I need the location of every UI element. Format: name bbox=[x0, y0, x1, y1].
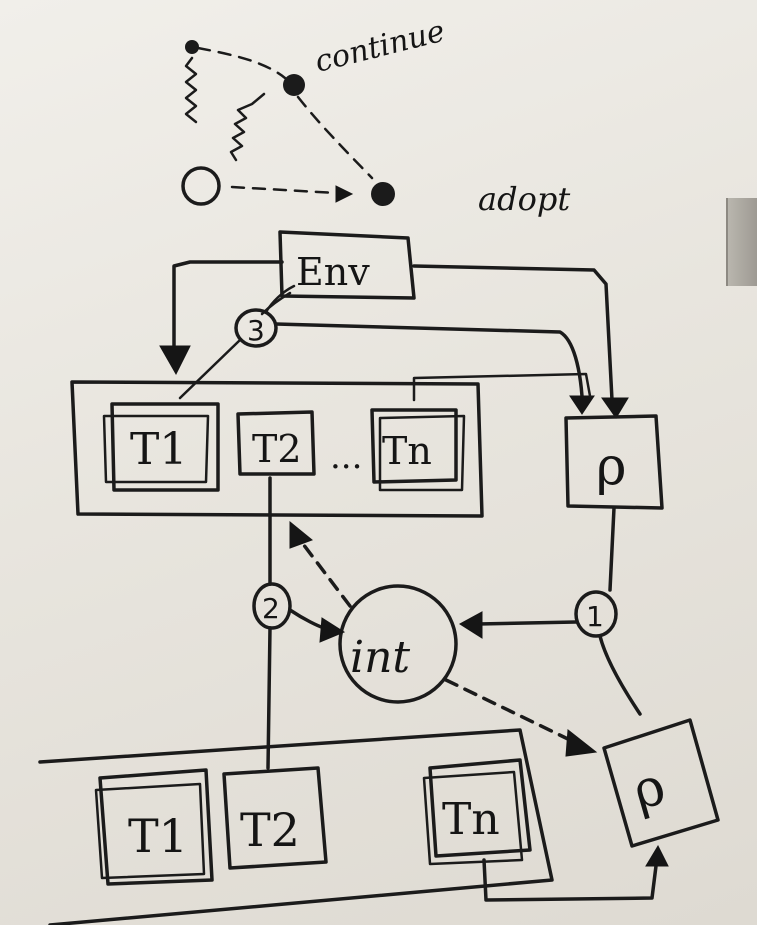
circle3-to-rho-arrowhead bbox=[569, 395, 595, 415]
top-t1-box-inner bbox=[102, 414, 210, 484]
tn-to-rho-bracket bbox=[412, 372, 592, 402]
bottom-tn-to-rho-arrow bbox=[482, 858, 658, 902]
legend-continue-node bbox=[283, 74, 305, 96]
legend-wavy-arrow bbox=[229, 92, 266, 162]
circle-3-label: 3 bbox=[247, 314, 265, 347]
legend-small-node bbox=[185, 40, 199, 54]
legend-adopt-node bbox=[371, 182, 395, 206]
bottom-tn-to-rho-arrowhead bbox=[645, 844, 669, 867]
env-box: Env bbox=[278, 230, 416, 300]
bottom-t1-box bbox=[98, 768, 214, 886]
top-rho-node: ρ bbox=[564, 414, 664, 510]
legend-continue-label: continue bbox=[311, 14, 448, 80]
circle-1-node: 1 bbox=[574, 590, 618, 638]
env-label: Env bbox=[296, 250, 370, 294]
bottom-t1-box-inner bbox=[94, 782, 206, 880]
bottom-group-outline bbox=[38, 728, 554, 925]
top-group-outline bbox=[70, 380, 484, 518]
top-ellipsis: ... bbox=[330, 437, 362, 477]
bottom-rho-box bbox=[602, 718, 720, 848]
rho-to-circle1-line bbox=[608, 506, 616, 592]
top-tn-label: Tn bbox=[382, 429, 432, 473]
bottom-tn-box bbox=[428, 758, 532, 858]
top-tn-box-inner bbox=[378, 414, 466, 492]
top-t2-box bbox=[236, 410, 316, 476]
circle3-to-t1-line bbox=[178, 338, 242, 400]
top-rho-label: ρ bbox=[596, 437, 627, 497]
circle3-to-rho-arrow bbox=[274, 322, 584, 398]
legend-open-node bbox=[181, 166, 221, 206]
int-to-top-t2-arrowhead bbox=[289, 520, 313, 549]
env-left-arrow bbox=[172, 260, 284, 350]
legend-dashed-arrow bbox=[230, 185, 338, 195]
env-right-arrow bbox=[412, 264, 614, 402]
top-t2-label: T2 bbox=[252, 427, 302, 471]
bottom-t1-label: T1 bbox=[128, 809, 188, 863]
bottom-t2-box bbox=[222, 766, 328, 870]
circle-2-label: 2 bbox=[262, 592, 280, 625]
legend-sketch: continue adopt bbox=[181, 14, 570, 218]
bottom-tn-box-inner bbox=[422, 770, 524, 866]
circle-3-node: 3 bbox=[234, 308, 278, 348]
circle-2-node: 2 bbox=[252, 582, 292, 630]
bottom-rho-node: ρ bbox=[602, 718, 720, 848]
legend-dashed-arc-top bbox=[196, 46, 287, 80]
interaction-circle bbox=[338, 584, 458, 704]
circle1-to-bottom-rho-line bbox=[598, 634, 642, 716]
paper-tab bbox=[726, 198, 757, 286]
int-to-bottom-rho-dashed bbox=[444, 678, 572, 742]
env-box-outline bbox=[278, 230, 416, 300]
bottom-t2-label: T2 bbox=[240, 803, 300, 857]
top-thread-group: T1 T2 ... Tn bbox=[70, 380, 484, 518]
legend-arrowhead bbox=[335, 185, 354, 203]
circle2-to-bottom-t2-line bbox=[266, 626, 272, 770]
int-to-top-t2-dashed bbox=[298, 538, 352, 608]
top-tn-box bbox=[370, 408, 458, 484]
circle2-to-int-arrowhead bbox=[319, 617, 346, 643]
legend-adopt-label: adopt bbox=[478, 180, 570, 218]
top-t1-label: T1 bbox=[130, 424, 187, 475]
circle-1-outline bbox=[574, 590, 618, 638]
circle-2-outline bbox=[252, 582, 292, 630]
legend-wavy-line-left bbox=[184, 56, 198, 124]
circle-3-outline bbox=[234, 308, 278, 348]
env-left-arrowhead bbox=[159, 345, 191, 376]
circle-1-label: 1 bbox=[586, 600, 604, 633]
circle1-to-int-arrowhead bbox=[459, 611, 483, 639]
bottom-tn-label: Tn bbox=[442, 794, 500, 845]
interaction-label: int bbox=[350, 632, 410, 683]
bottom-rho-label: ρ bbox=[626, 756, 672, 822]
top-rho-box bbox=[564, 414, 664, 510]
env-to-circle3-line-2 bbox=[260, 291, 292, 316]
env-right-arrowhead bbox=[601, 397, 629, 419]
circle1-to-int-arrow bbox=[476, 620, 578, 626]
circle2-to-int-arrow bbox=[288, 608, 326, 630]
bottom-thread-group: T1 T2 Tn bbox=[38, 728, 554, 925]
int-to-bottom-rho-arrowhead bbox=[565, 729, 598, 757]
legend-dashed-curve bbox=[296, 95, 374, 180]
top-t1-box bbox=[110, 402, 220, 492]
interaction-node: int bbox=[338, 584, 458, 704]
